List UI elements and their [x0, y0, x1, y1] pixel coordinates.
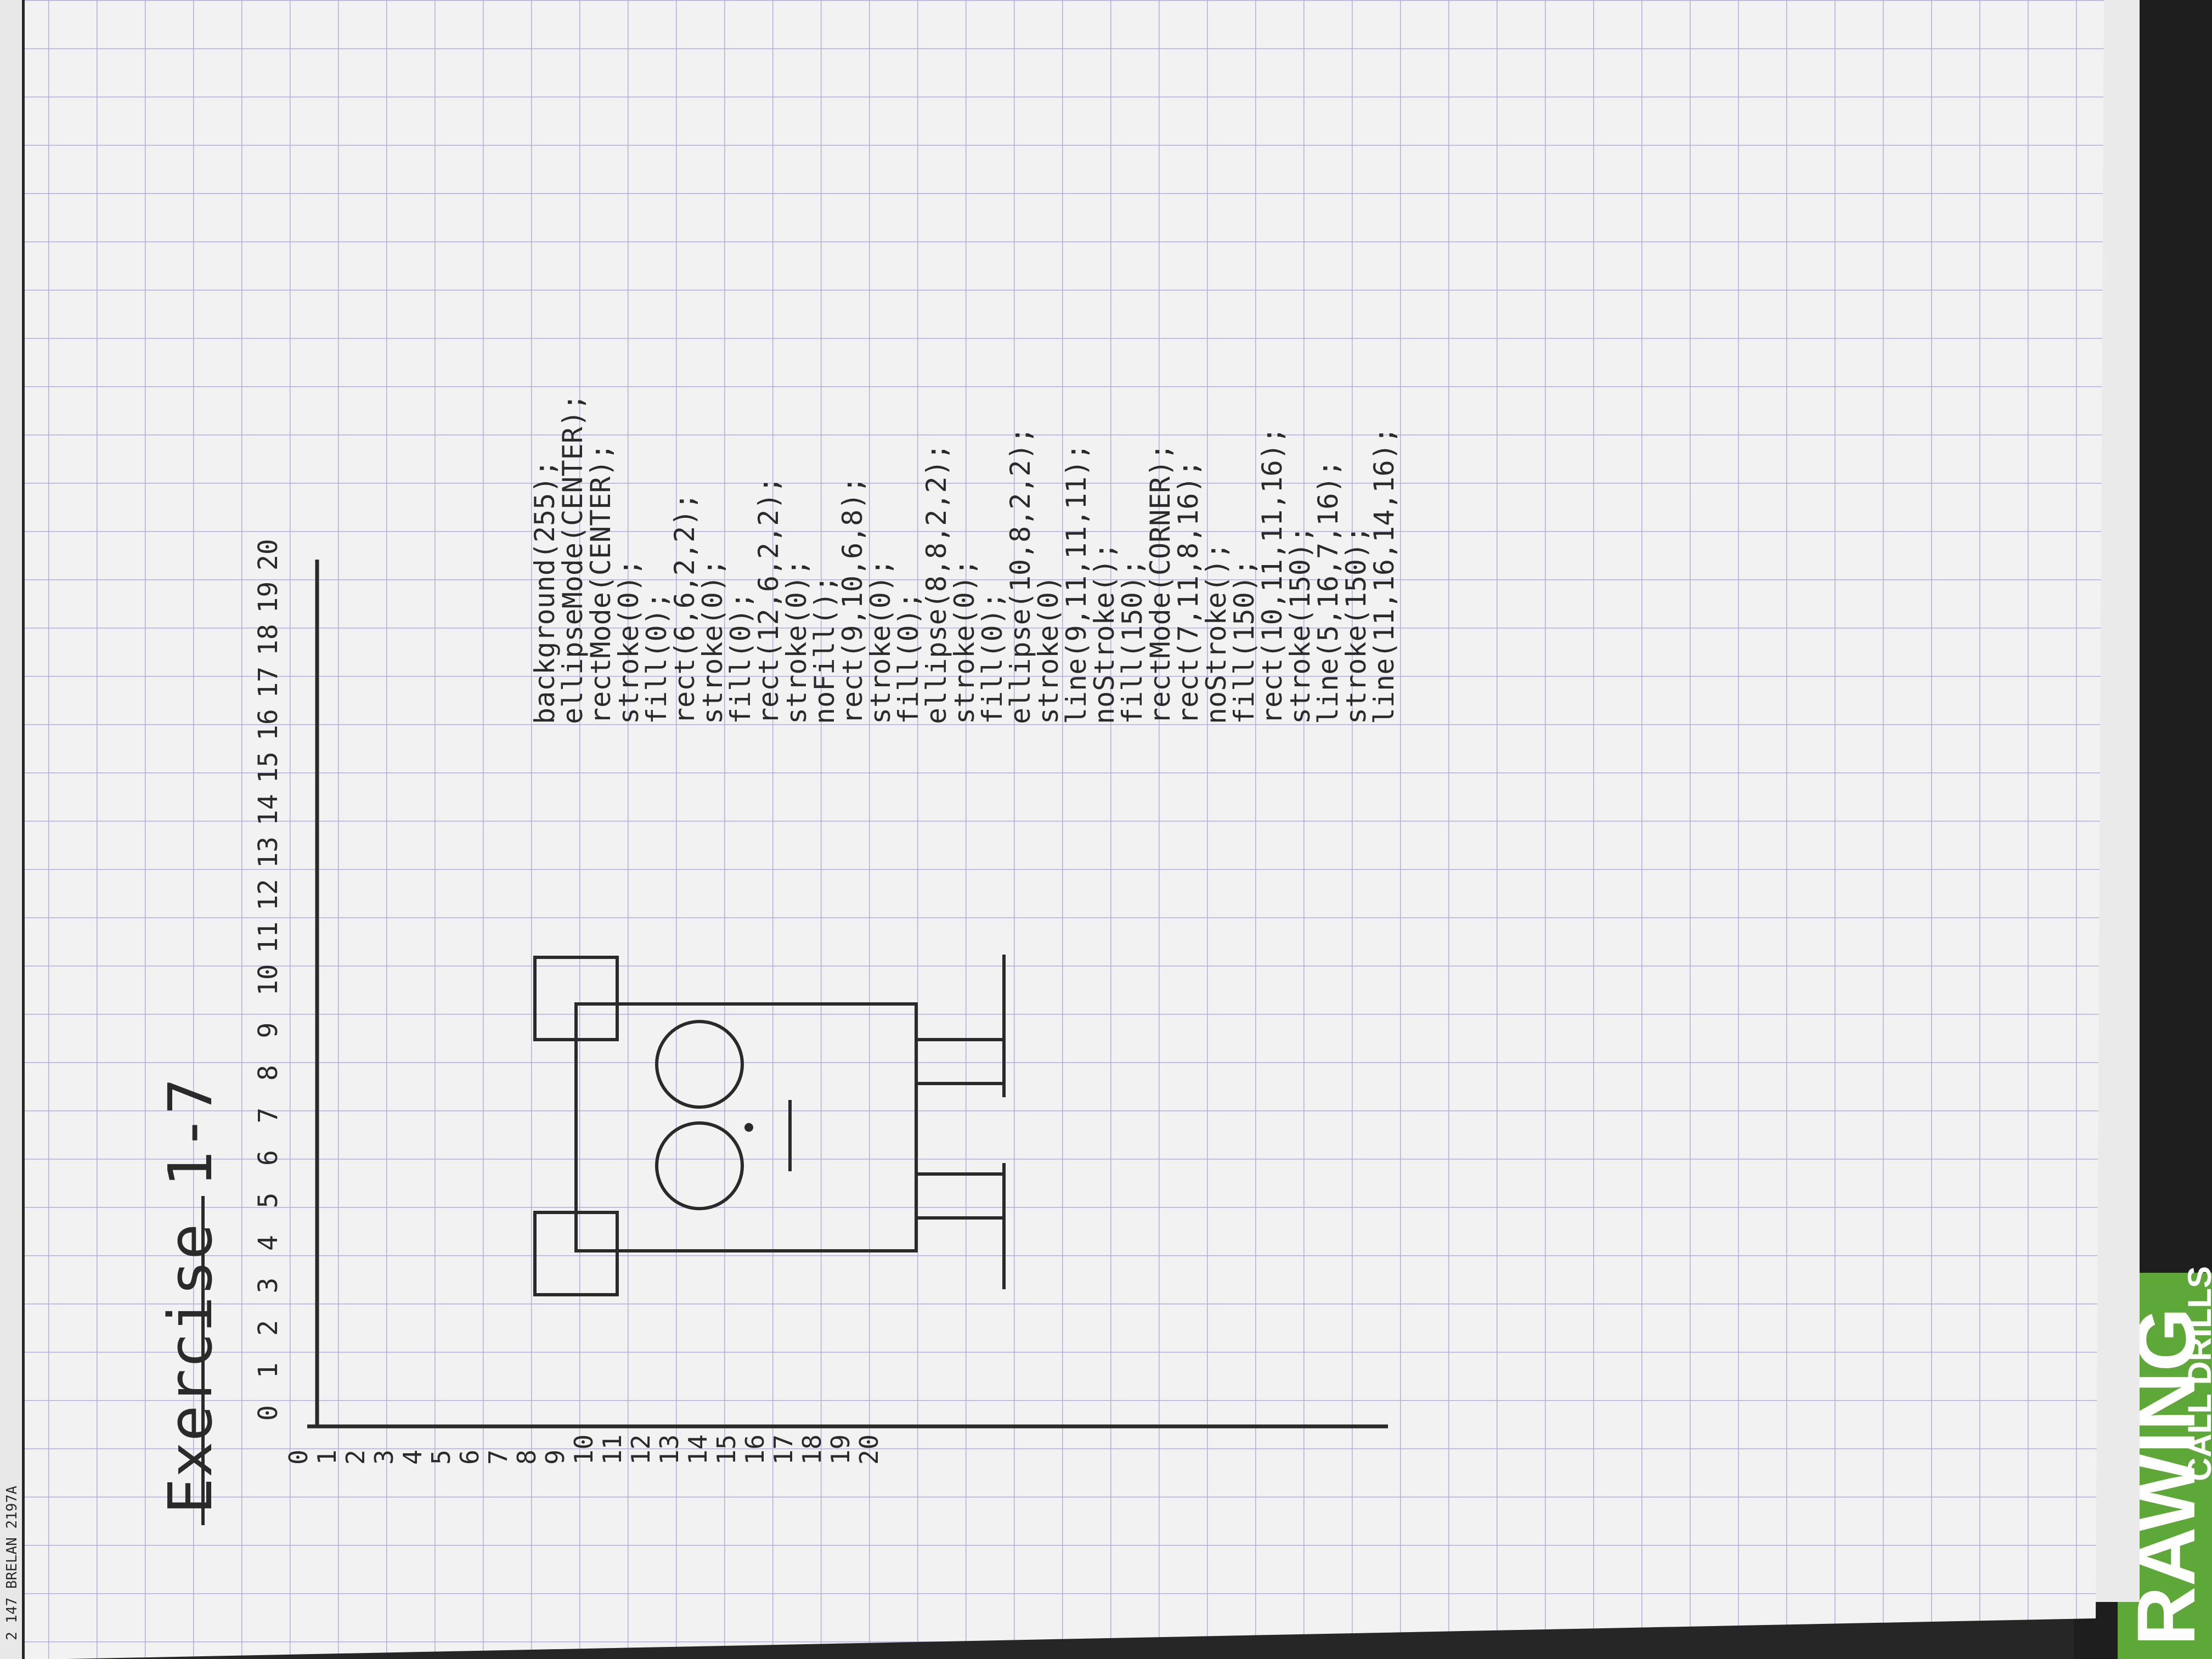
code-line: ellipseMode(CENTER); [557, 394, 589, 724]
code-line: noFill(); [809, 575, 840, 724]
code-line: rectMode(CENTER); [585, 443, 617, 724]
code-line: rect(12,6,2,2); [753, 476, 785, 724]
code-line: fill(150); [1228, 559, 1260, 724]
code-line: rect(7,11,8,16); [1172, 460, 1204, 724]
x-axis-number: 20 [253, 539, 284, 571]
x-axis-number: 1 [253, 1363, 284, 1379]
y-axis-number: 15 [712, 1435, 741, 1465]
y-axis-number: 2 [341, 1449, 370, 1465]
code-line: rect(10,11,11,16); [1256, 427, 1288, 724]
x-axis-number: 17 [253, 667, 284, 698]
code-line: fill(0); [893, 592, 924, 724]
code-line: ellipse(10,8,2,2); [1005, 427, 1036, 724]
code-line: stroke(0); [697, 559, 729, 724]
code-listing: background(255);ellipseMode(CENTER);rect… [529, 394, 1400, 724]
y-axis-number: 18 [797, 1435, 827, 1465]
x-axis-number: 11 [253, 922, 284, 953]
code-line: stroke(150); [1340, 526, 1372, 724]
x-axis-number: 9 [253, 1023, 284, 1039]
left-page-strip: 2 147 BRELAN 2197A [0, 0, 22, 1659]
y-axis-number: 8 [512, 1449, 541, 1465]
x-axis-number: 0 [253, 1405, 284, 1421]
x-axis-number: 7 [253, 1108, 284, 1124]
x-axis-number: 2 [253, 1320, 284, 1336]
code-line: stroke(0); [613, 559, 645, 724]
y-axis-number: 17 [769, 1435, 798, 1465]
code-line: fill(0); [725, 592, 757, 724]
y-axis-number: 16 [740, 1435, 770, 1465]
y-axis-number: 0 [284, 1449, 313, 1465]
y-axis-number: 3 [369, 1449, 399, 1465]
x-axis-number: 18 [253, 624, 284, 656]
code-line: noStroke(); [1200, 543, 1232, 724]
code-line: stroke(0); [949, 559, 980, 724]
robot-eye-right [655, 1020, 744, 1109]
sketchbook-label-2: CALL DRILLS [2181, 1266, 2212, 1481]
code-line: line(11,16,14,16); [1368, 427, 1400, 724]
side-strip-text: 2 147 BRELAN 2197A [4, 1486, 20, 1640]
y-axis-number: 10 [569, 1435, 599, 1465]
code-line: stroke(0); [865, 559, 896, 724]
y-axis-number: 7 [483, 1449, 513, 1465]
y-axis-number: 5 [426, 1449, 456, 1465]
code-line: noStroke(); [1088, 543, 1120, 724]
code-line: rectMode(CORNER); [1144, 443, 1176, 724]
robot-body [574, 1002, 918, 1252]
code-line: stroke(0); [781, 559, 812, 724]
exercise-title: Exercise 1-7 [155, 1078, 225, 1514]
robot-drawing [533, 955, 1006, 1296]
code-line: stroke(0) [1032, 575, 1064, 724]
x-axis-number: 16 [253, 709, 284, 741]
y-axis-number: 13 [654, 1435, 684, 1465]
x-axis-number: 4 [253, 1235, 284, 1251]
code-line: rect(6,6,2,2); [669, 493, 701, 724]
y-axis-number: 20 [854, 1435, 884, 1465]
y-axis-number: 1 [312, 1449, 342, 1465]
y-axis-number: 4 [398, 1449, 427, 1465]
robot-eye-left [655, 1121, 744, 1210]
y-axis-number: 14 [683, 1435, 713, 1465]
y-axis-number: 19 [826, 1435, 855, 1465]
code-line: ellipse(8,8,2,2); [921, 443, 952, 724]
code-line: line(9,11,11,11); [1060, 443, 1092, 724]
robot-center-dot [744, 1123, 753, 1132]
x-axis-number: 6 [253, 1150, 284, 1166]
y-axis-number: 6 [455, 1449, 484, 1465]
code-line: background(255); [529, 460, 561, 724]
x-axis-number: 10 [253, 964, 284, 996]
x-axis-number: 15 [253, 752, 284, 783]
code-line: stroke(150); [1284, 526, 1316, 724]
y-axis-number: 11 [597, 1435, 627, 1465]
exercise-title-group: Exercise 1-7 [155, 1078, 225, 1525]
x-axis-number: 13 [253, 837, 284, 868]
code-line: rect(9,10,6,8); [837, 476, 868, 724]
x-axis-number: 3 [253, 1278, 284, 1294]
y-axis-number: 9 [540, 1449, 570, 1465]
grid-paper-page [25, 0, 2104, 1659]
code-line: fill(150); [1116, 559, 1148, 724]
code-line: fill(0); [977, 592, 1008, 724]
code-line: fill(0); [641, 592, 673, 724]
x-axis-number: 19 [253, 582, 284, 613]
x-axis-number: 5 [253, 1193, 284, 1209]
y-axis-number: 12 [626, 1435, 656, 1465]
x-axis-number: 8 [253, 1065, 284, 1081]
code-line: line(5,16,7,16); [1312, 460, 1344, 724]
x-axis-number: 14 [253, 794, 284, 826]
x-axis-number: 12 [253, 879, 284, 911]
